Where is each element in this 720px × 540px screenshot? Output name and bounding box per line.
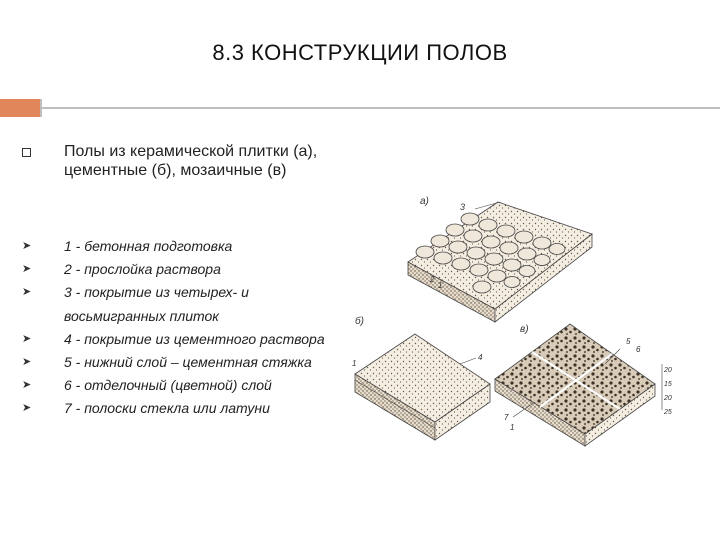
callout-4: 4	[478, 353, 483, 362]
diagram-c-mosaic-floor: в) 5 6 7 1 20 15 20 25	[494, 323, 672, 447]
callout-1-b: 1	[352, 359, 356, 368]
octagonal-tiles	[415, 212, 566, 294]
slab-b-top	[354, 333, 491, 423]
list-item: ➤2 - прослойка раствора	[22, 258, 327, 281]
diagram-b-cement-floor: б) 1 4	[352, 315, 491, 441]
header-accent-bar	[0, 99, 40, 117]
arrow-bullet-icon: ➤	[22, 286, 32, 299]
dimension-label: 20	[663, 367, 672, 374]
list-item: ➤4 - покрытие из цементного раствора	[22, 328, 327, 351]
arrow-bullet-icon: ➤	[22, 332, 32, 345]
arrow-bullet-icon: ➤	[22, 263, 32, 276]
floor-construction-figure: 3 2 1 а) б) 1 4 в) 5 6 7 1 20 15 20 25	[352, 196, 672, 447]
header-rule	[40, 107, 720, 109]
label-c: в)	[520, 324, 529, 335]
dimension-label: 25	[663, 409, 672, 416]
list-item: ➤5 - нижний слой – цементная стяжка	[22, 351, 327, 374]
divider-strip	[539, 353, 613, 408]
arrow-bullet-icon: ➤	[22, 402, 32, 415]
callout-1-c: 1	[510, 423, 514, 432]
legend-list: ➤1 - бетонная подготовка ➤2 - прослойка …	[22, 235, 327, 421]
label-a: а)	[420, 196, 429, 207]
callout-5: 5	[626, 337, 631, 346]
diagram-a-ceramic-tile-floor: 3 2 1 а)	[407, 196, 593, 323]
list-item: ➤3 - покрытие из четырех- и восьмигранны…	[22, 281, 327, 327]
label-b: б)	[355, 315, 364, 327]
callout-3: 3	[460, 202, 465, 212]
list-item: ➤1 - бетонная подготовка	[22, 235, 327, 258]
dimension-label: 15	[664, 381, 672, 388]
callout-6: 6	[636, 345, 641, 354]
list-item: ➤6 - отделочный (цветной) слой	[22, 374, 327, 397]
floor-types-heading: Полы из керамической плитки (а), цементн…	[64, 143, 318, 179]
callout-2: 2	[429, 275, 435, 284]
slide-title: 8.3 КОНСТРУКЦИИ ПОЛОВ	[212, 40, 508, 65]
square-bullet-icon	[22, 148, 31, 157]
arrow-bullet-icon: ➤	[22, 379, 32, 392]
dimension-label: 20	[663, 395, 672, 402]
callout-1-a: 1	[438, 281, 442, 290]
arrow-bullet-icon: ➤	[22, 240, 32, 252]
arrow-bullet-icon: ➤	[22, 356, 32, 369]
list-item: ➤7 - полоски стекла или латуни	[22, 397, 327, 420]
callout-7: 7	[504, 413, 509, 422]
